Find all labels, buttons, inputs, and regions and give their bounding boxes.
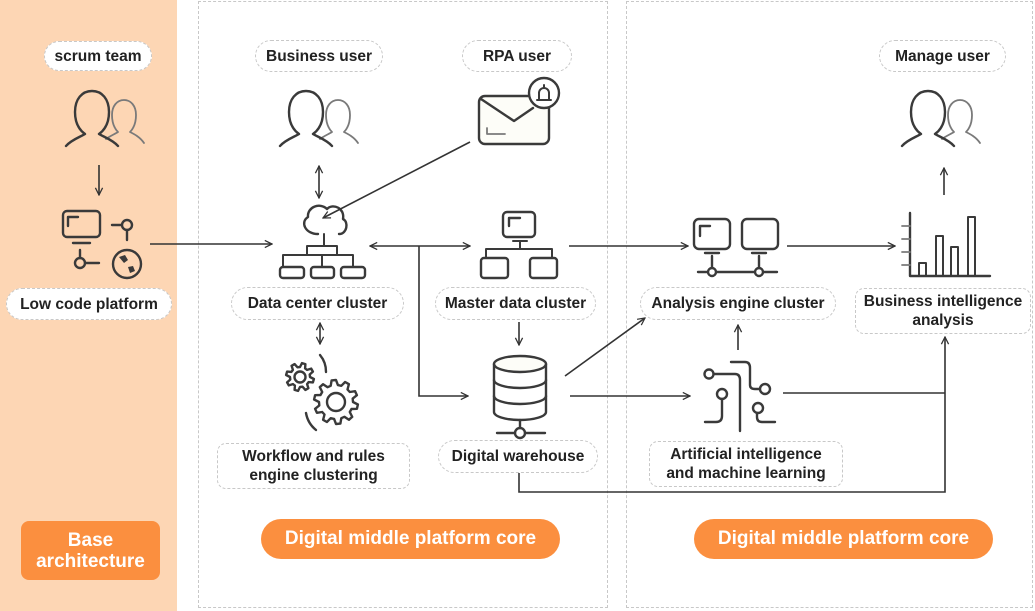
analysis-engine-cluster-label: Analysis engine cluster [640, 287, 836, 320]
bar-chart-icon [901, 211, 992, 278]
manage-user-users-icon [900, 89, 982, 148]
middle-platform-panel [198, 1, 608, 608]
rpa-user-label: RPA user [462, 40, 572, 72]
data-center-cluster-label: Data center cluster [231, 287, 404, 320]
mail-bell-icon [477, 76, 561, 146]
connector-datacenter-to-warehouse [418, 246, 468, 396]
low-code-icon [61, 209, 143, 280]
analytics-platform-core-badge: Digital middle platform core [694, 519, 993, 559]
business-intelligence-label: Business intelligence analysis [855, 288, 1031, 334]
business-user-users-icon [278, 89, 360, 148]
digital-warehouse-label: Digital warehouse [438, 440, 598, 473]
database-icon [492, 354, 548, 440]
business-user-label: Business user [255, 40, 383, 72]
scrum-team-users-icon [64, 89, 146, 148]
connector-warehouse-to-analysis [564, 318, 645, 377]
dual-monitor-icon [692, 217, 780, 278]
circuit-icon [703, 360, 777, 433]
workflow-engine-label: Workflow and rules engine clustering [217, 443, 410, 489]
analytics-platform-panel [626, 1, 1033, 608]
monitor-network-icon [479, 210, 559, 280]
connector-warehouse-to-bi [518, 337, 945, 493]
base-architecture-badge: Base architecture [21, 521, 160, 580]
ai-ml-label: Artificial intelligence and machine lear… [649, 441, 843, 487]
master-data-cluster-label: Master data cluster [435, 287, 596, 320]
middle-platform-core-badge: Digital middle platform core [261, 519, 560, 559]
gears-icon [284, 353, 360, 432]
manage-user-label: Manage user [879, 40, 1006, 72]
connector-rpa-to-datacenter [323, 141, 471, 219]
cloud-network-icon [278, 204, 367, 280]
low-code-platform-label: Low code platform [6, 288, 172, 320]
scrum-team-label: scrum team [44, 41, 152, 71]
